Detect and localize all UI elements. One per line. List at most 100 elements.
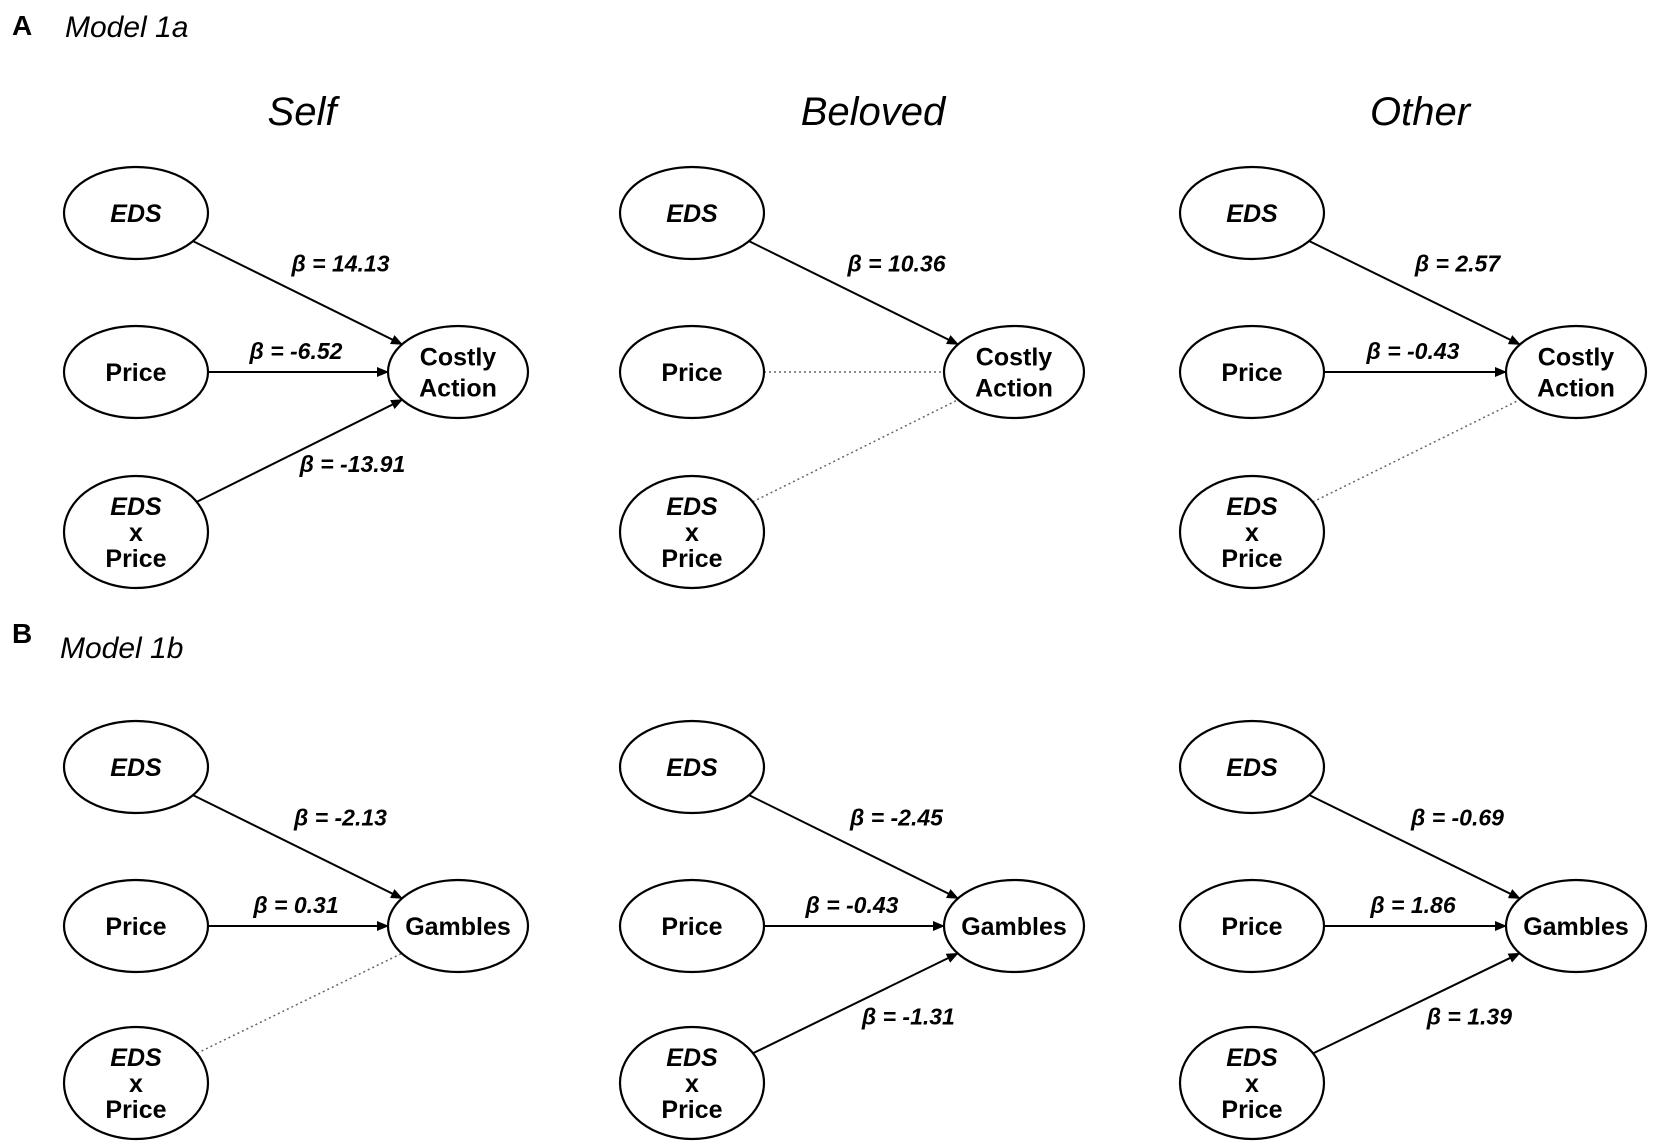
outcome-node bbox=[386, 878, 530, 974]
eds-node-label: EDS bbox=[1226, 754, 1278, 782]
interaction-node bbox=[62, 474, 210, 590]
interaction-node-text: Price bbox=[661, 1096, 722, 1124]
interaction-node-text: EDS bbox=[666, 1044, 718, 1072]
path-arrow-eds bbox=[748, 794, 959, 900]
beta-coefficient-eds: β = -2.13 bbox=[293, 805, 387, 831]
price-node bbox=[62, 878, 210, 974]
eds-node bbox=[1178, 719, 1326, 815]
interaction-node bbox=[618, 1025, 766, 1141]
eds-node bbox=[618, 719, 766, 815]
outcome-node-text: Costly bbox=[976, 344, 1053, 372]
beta-coefficient-eds: β = 14.13 bbox=[290, 251, 389, 277]
beta-coefficient-eds: β = -2.45 bbox=[849, 805, 944, 831]
beta-coefficient-price: β = 1.86 bbox=[1369, 892, 1455, 918]
interaction-node-text: EDS bbox=[666, 493, 718, 521]
eds-node bbox=[62, 719, 210, 815]
path-model-column-2: β = -2.45β = -0.43β = -1.31EDSPriceEDSxP… bbox=[618, 719, 1086, 1141]
interaction-node-text: EDS bbox=[1226, 1044, 1278, 1072]
eds-node-text: EDS bbox=[666, 754, 718, 782]
interaction-node bbox=[1178, 474, 1326, 590]
price-node-label: Price bbox=[1221, 913, 1282, 941]
eds-node-text: EDS bbox=[110, 754, 162, 782]
interaction-node-text: Price bbox=[105, 545, 166, 573]
column-title: Other bbox=[1370, 90, 1472, 134]
interaction-node-text: Price bbox=[1221, 1096, 1282, 1124]
outcome-node bbox=[1504, 878, 1648, 974]
interaction-node bbox=[1178, 1025, 1326, 1141]
panel-letter: B bbox=[12, 618, 32, 649]
outcome-node-text: Gambles bbox=[961, 913, 1067, 941]
path-arrow-eds bbox=[748, 240, 959, 346]
panel-letter: A bbox=[12, 10, 32, 41]
beta-coefficient-interaction: β = -1.31 bbox=[861, 1003, 955, 1029]
model-title: Model 1a bbox=[65, 11, 188, 44]
beta-coefficient-price: β = -0.43 bbox=[1366, 338, 1460, 364]
path-arrow-interaction bbox=[752, 952, 959, 1055]
eds-node-label: EDS bbox=[666, 754, 718, 782]
model-title: Model 1b bbox=[60, 632, 183, 665]
outcome-node-text: Action bbox=[975, 375, 1053, 403]
outcome-node bbox=[386, 324, 530, 420]
outcome-node-label: Gambles bbox=[1523, 913, 1629, 941]
price-node-label: Price bbox=[661, 913, 722, 941]
outcome-node-text: Costly bbox=[1538, 344, 1615, 372]
price-node bbox=[1178, 324, 1326, 420]
interaction-node-text: Price bbox=[105, 1096, 166, 1124]
interaction-node bbox=[62, 1025, 210, 1141]
beta-coefficient-eds: β = 10.36 bbox=[846, 251, 945, 277]
beta-coefficient-interaction: β = 1.39 bbox=[1426, 1003, 1512, 1029]
price-node-label: Price bbox=[105, 359, 166, 387]
eds-node-text: EDS bbox=[1226, 754, 1278, 782]
eds-node bbox=[1178, 165, 1326, 261]
path-model-column-1: β = -2.13β = 0.31EDSPriceEDSxPriceGamble… bbox=[62, 719, 530, 1141]
price-node-label: Price bbox=[105, 913, 166, 941]
beta-coefficient-price: β = 0.31 bbox=[252, 892, 338, 918]
beta-coefficient-eds: β = -0.69 bbox=[1410, 805, 1504, 831]
outcome-node-text: Action bbox=[1537, 375, 1615, 403]
price-node-label: Price bbox=[661, 359, 722, 387]
eds-node bbox=[618, 165, 766, 261]
eds-node-text: EDS bbox=[110, 200, 162, 228]
interaction-node bbox=[618, 474, 766, 590]
eds-node-text: EDS bbox=[1226, 200, 1278, 228]
path-nonsignificant-interaction bbox=[196, 952, 403, 1054]
eds-node-label: EDS bbox=[110, 200, 162, 228]
outcome-node-label: Gambles bbox=[405, 913, 511, 941]
price-node-text: Price bbox=[105, 359, 166, 387]
beta-coefficient-interaction: β = -13.91 bbox=[299, 451, 406, 477]
price-node bbox=[618, 878, 766, 974]
price-node-text: Price bbox=[1221, 359, 1282, 387]
interaction-node-text: EDS bbox=[110, 1044, 162, 1072]
interaction-node-text: EDS bbox=[1226, 493, 1278, 521]
price-node-text: Price bbox=[105, 913, 166, 941]
eds-node-label: EDS bbox=[666, 200, 718, 228]
price-node-text: Price bbox=[1221, 913, 1282, 941]
interaction-node-text: Price bbox=[661, 545, 722, 573]
column-title: Beloved bbox=[801, 90, 947, 134]
price-node bbox=[1178, 878, 1326, 974]
outcome-node bbox=[1504, 324, 1648, 420]
price-node-text: Price bbox=[661, 359, 722, 387]
interaction-node-text: x bbox=[685, 1070, 699, 1098]
interaction-node-text: x bbox=[685, 519, 699, 547]
outcome-node-text: Action bbox=[419, 375, 497, 403]
outcome-node-text: Costly bbox=[420, 344, 497, 372]
price-node bbox=[62, 324, 210, 420]
price-node bbox=[618, 324, 766, 420]
path-nonsignificant-interaction bbox=[1312, 398, 1521, 503]
path-arrow-eds bbox=[1308, 240, 1521, 346]
path-arrow-eds bbox=[192, 794, 403, 900]
eds-node-label: EDS bbox=[110, 754, 162, 782]
path-model-column-3: β = -0.69β = 1.86β = 1.39EDSPriceEDSxPri… bbox=[1178, 719, 1648, 1141]
path-arrow-interaction bbox=[1312, 952, 1521, 1055]
